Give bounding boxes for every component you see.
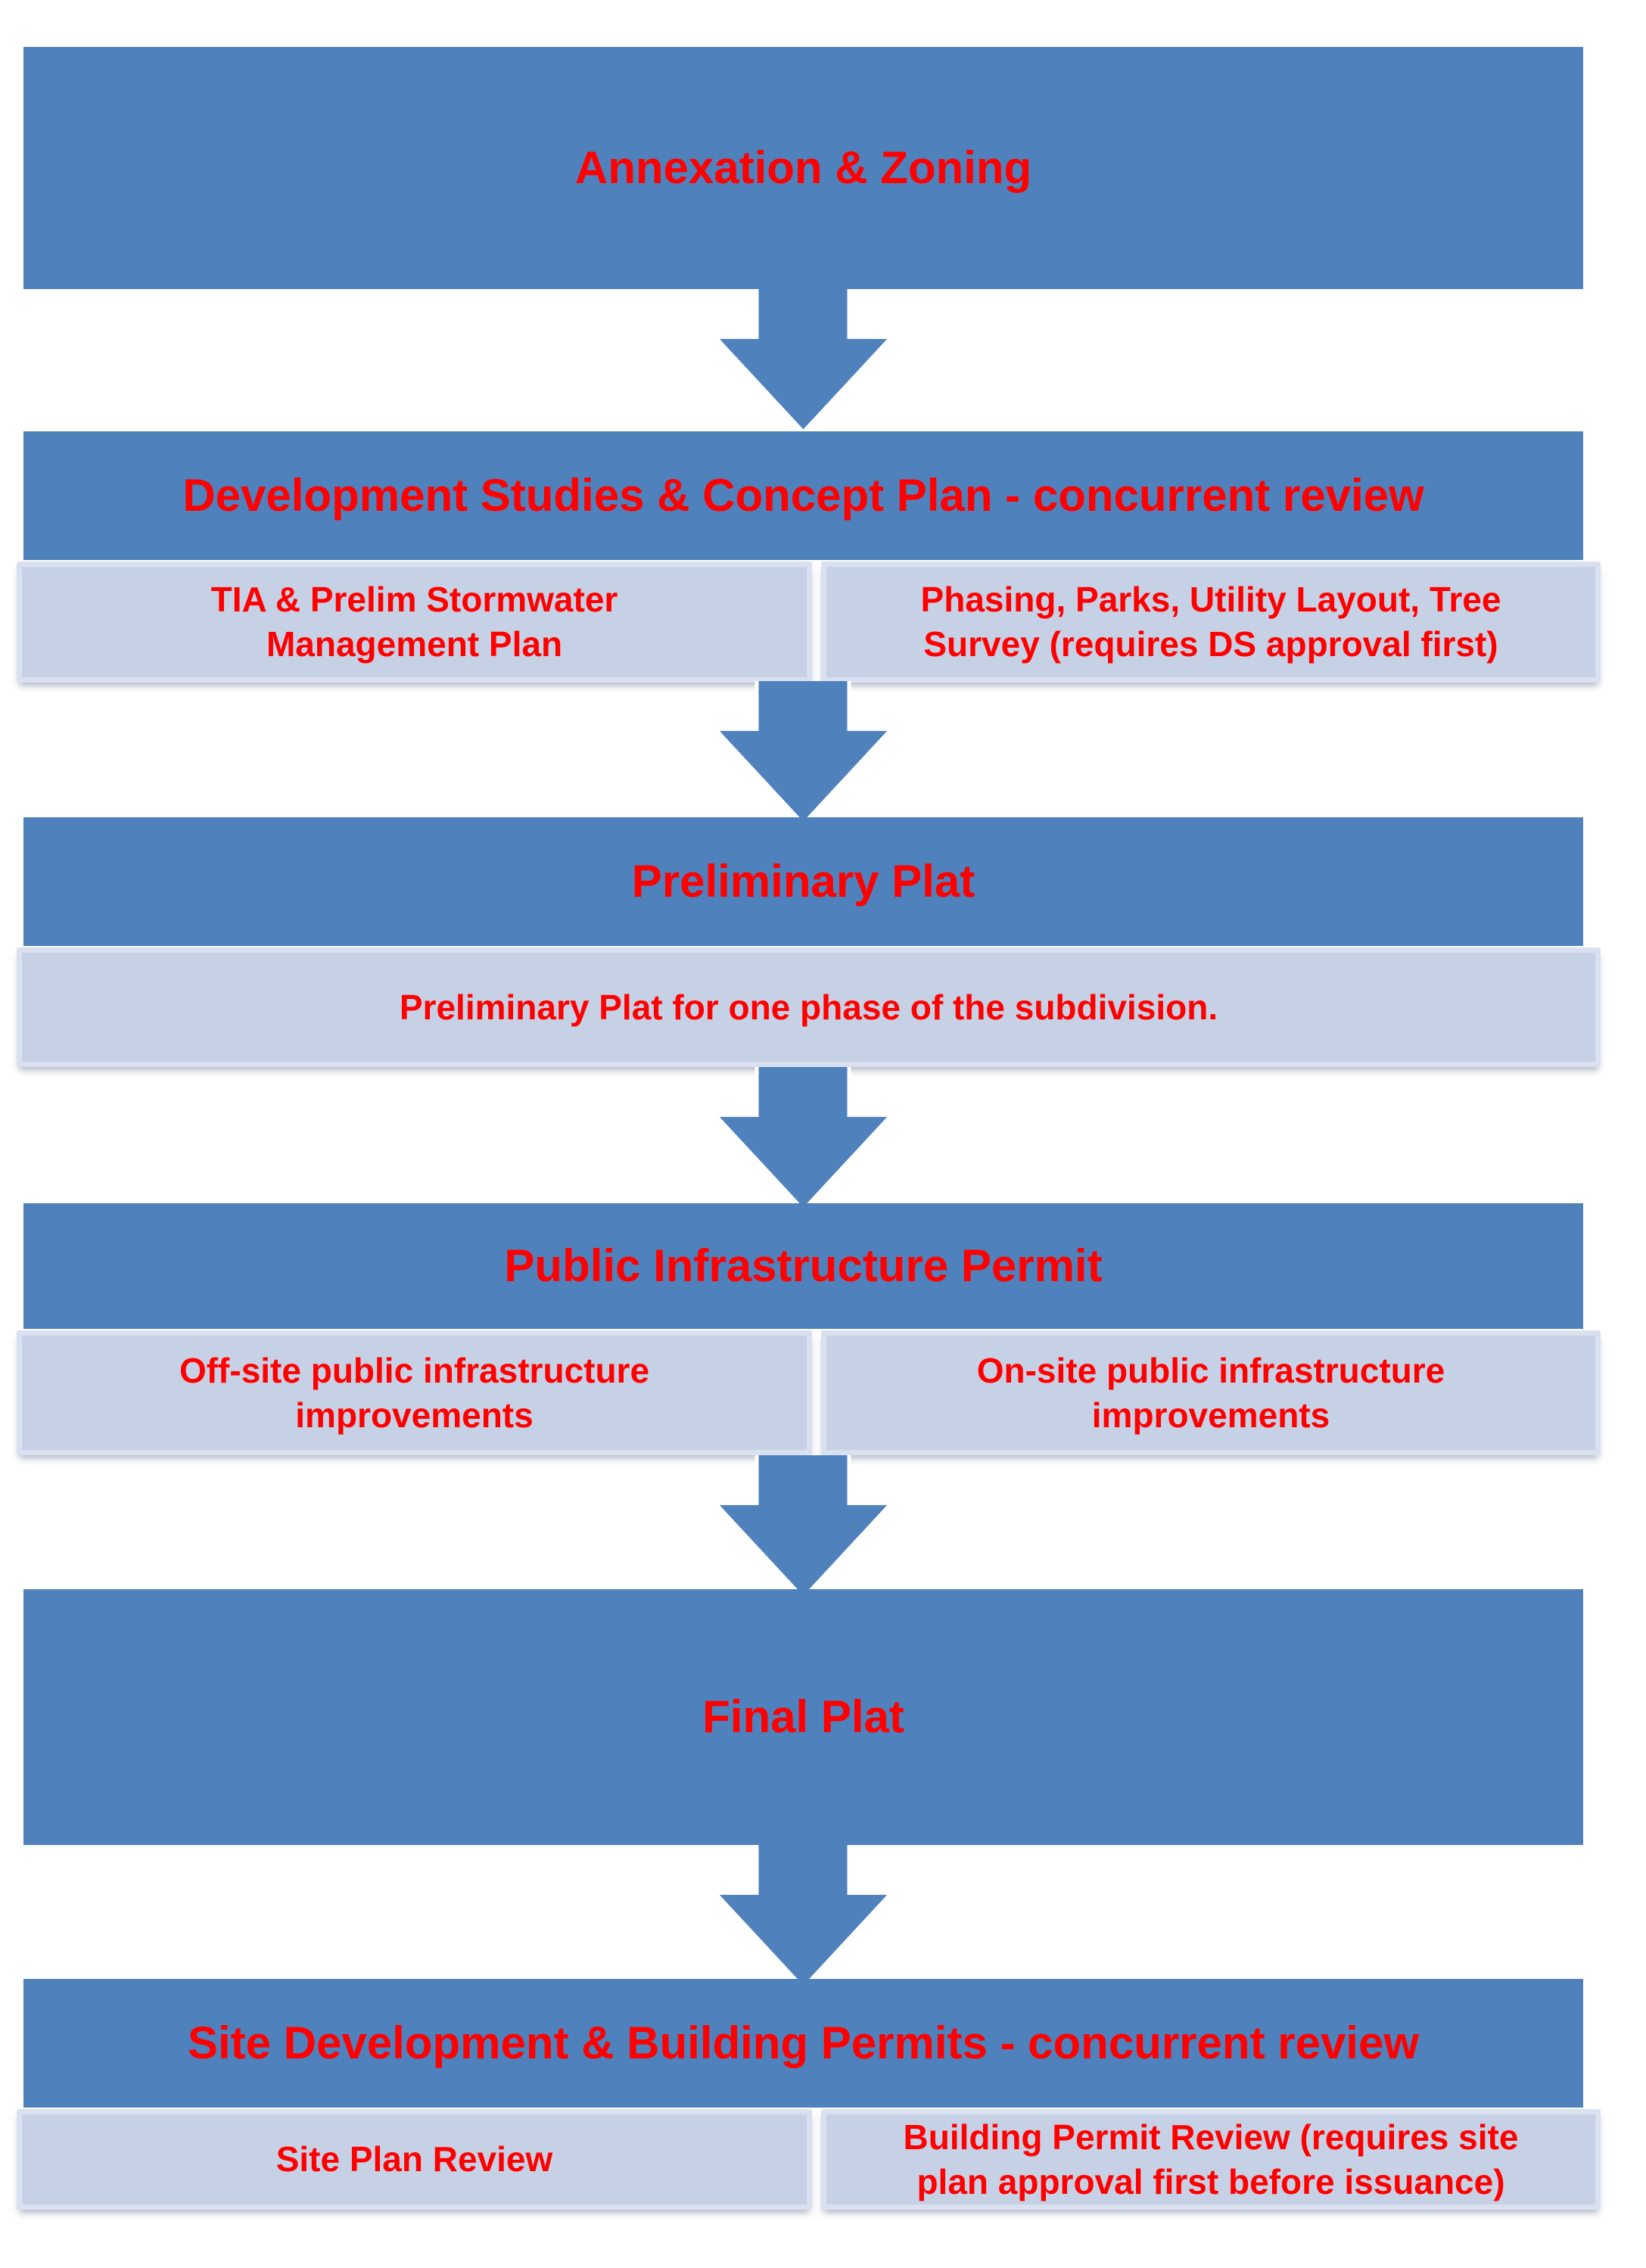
step-title: Final Plat [702, 1691, 904, 1742]
step-title: Public Infrastructure Permit [504, 1240, 1103, 1291]
down-arrow-icon [715, 681, 891, 826]
step-title: Preliminary Plat [631, 856, 975, 907]
sub-step-label: Preliminary Plat for one phase of the su… [399, 987, 1218, 1027]
step-title: Site Development & Building Permits - co… [187, 2018, 1420, 2068]
down-arrow-icon [715, 1067, 891, 1212]
down-arrow-icon [715, 1845, 891, 1990]
sub-step-preliminary-plat-one-phase: Preliminary Plat for one phase of the su… [17, 947, 1601, 1067]
sub-step-label: On-site public infrastructure improvemen… [976, 1350, 1445, 1435]
step-header-site-development-building-permits: Site Development & Building Permits - co… [23, 1979, 1583, 2108]
sub-step-offsite-improvements: Off-site public infrastructure improveme… [17, 1330, 812, 1455]
step-title: Annexation & Zoning [574, 142, 1032, 193]
sub-step-tia-stormwater: TIA & Prelim Stormwater Management Plan [17, 562, 812, 683]
down-arrow-icon [715, 1455, 891, 1601]
sub-step-onsite-improvements: On-site public infrastructure improvemen… [821, 1330, 1601, 1455]
sub-step-label: Site Plan Review [275, 2139, 553, 2179]
sub-step-label: TIA & Prelim Stormwater Management Plan [210, 580, 618, 664]
step-title: Development Studies & Concept Plan - con… [182, 470, 1424, 521]
sub-step-site-plan-review: Site Plan Review [17, 2109, 812, 2210]
down-arrow-icon [715, 289, 891, 434]
step-header-public-infrastructure-permit: Public Infrastructure Permit [23, 1203, 1583, 1329]
step-header-preliminary-plat: Preliminary Plat [23, 817, 1583, 946]
sub-step-phasing-parks-utility-tree: Phasing, Parks, Utility Layout, Tree Sur… [821, 562, 1601, 683]
step-header-annexation-zoning: Annexation & Zoning [23, 47, 1583, 289]
sub-step-label: Building Permit Review (requires site pl… [903, 2117, 1519, 2201]
sub-step-label: Phasing, Parks, Utility Layout, Tree Sur… [920, 580, 1501, 664]
sub-step-building-permit-review: Building Permit Review (requires site pl… [821, 2109, 1601, 2210]
step-header-development-studies-concept-plan: Development Studies & Concept Plan - con… [23, 431, 1583, 560]
sub-step-label: Off-site public infrastructure improveme… [179, 1350, 650, 1435]
step-header-final-plat: Final Plat [23, 1589, 1583, 1845]
